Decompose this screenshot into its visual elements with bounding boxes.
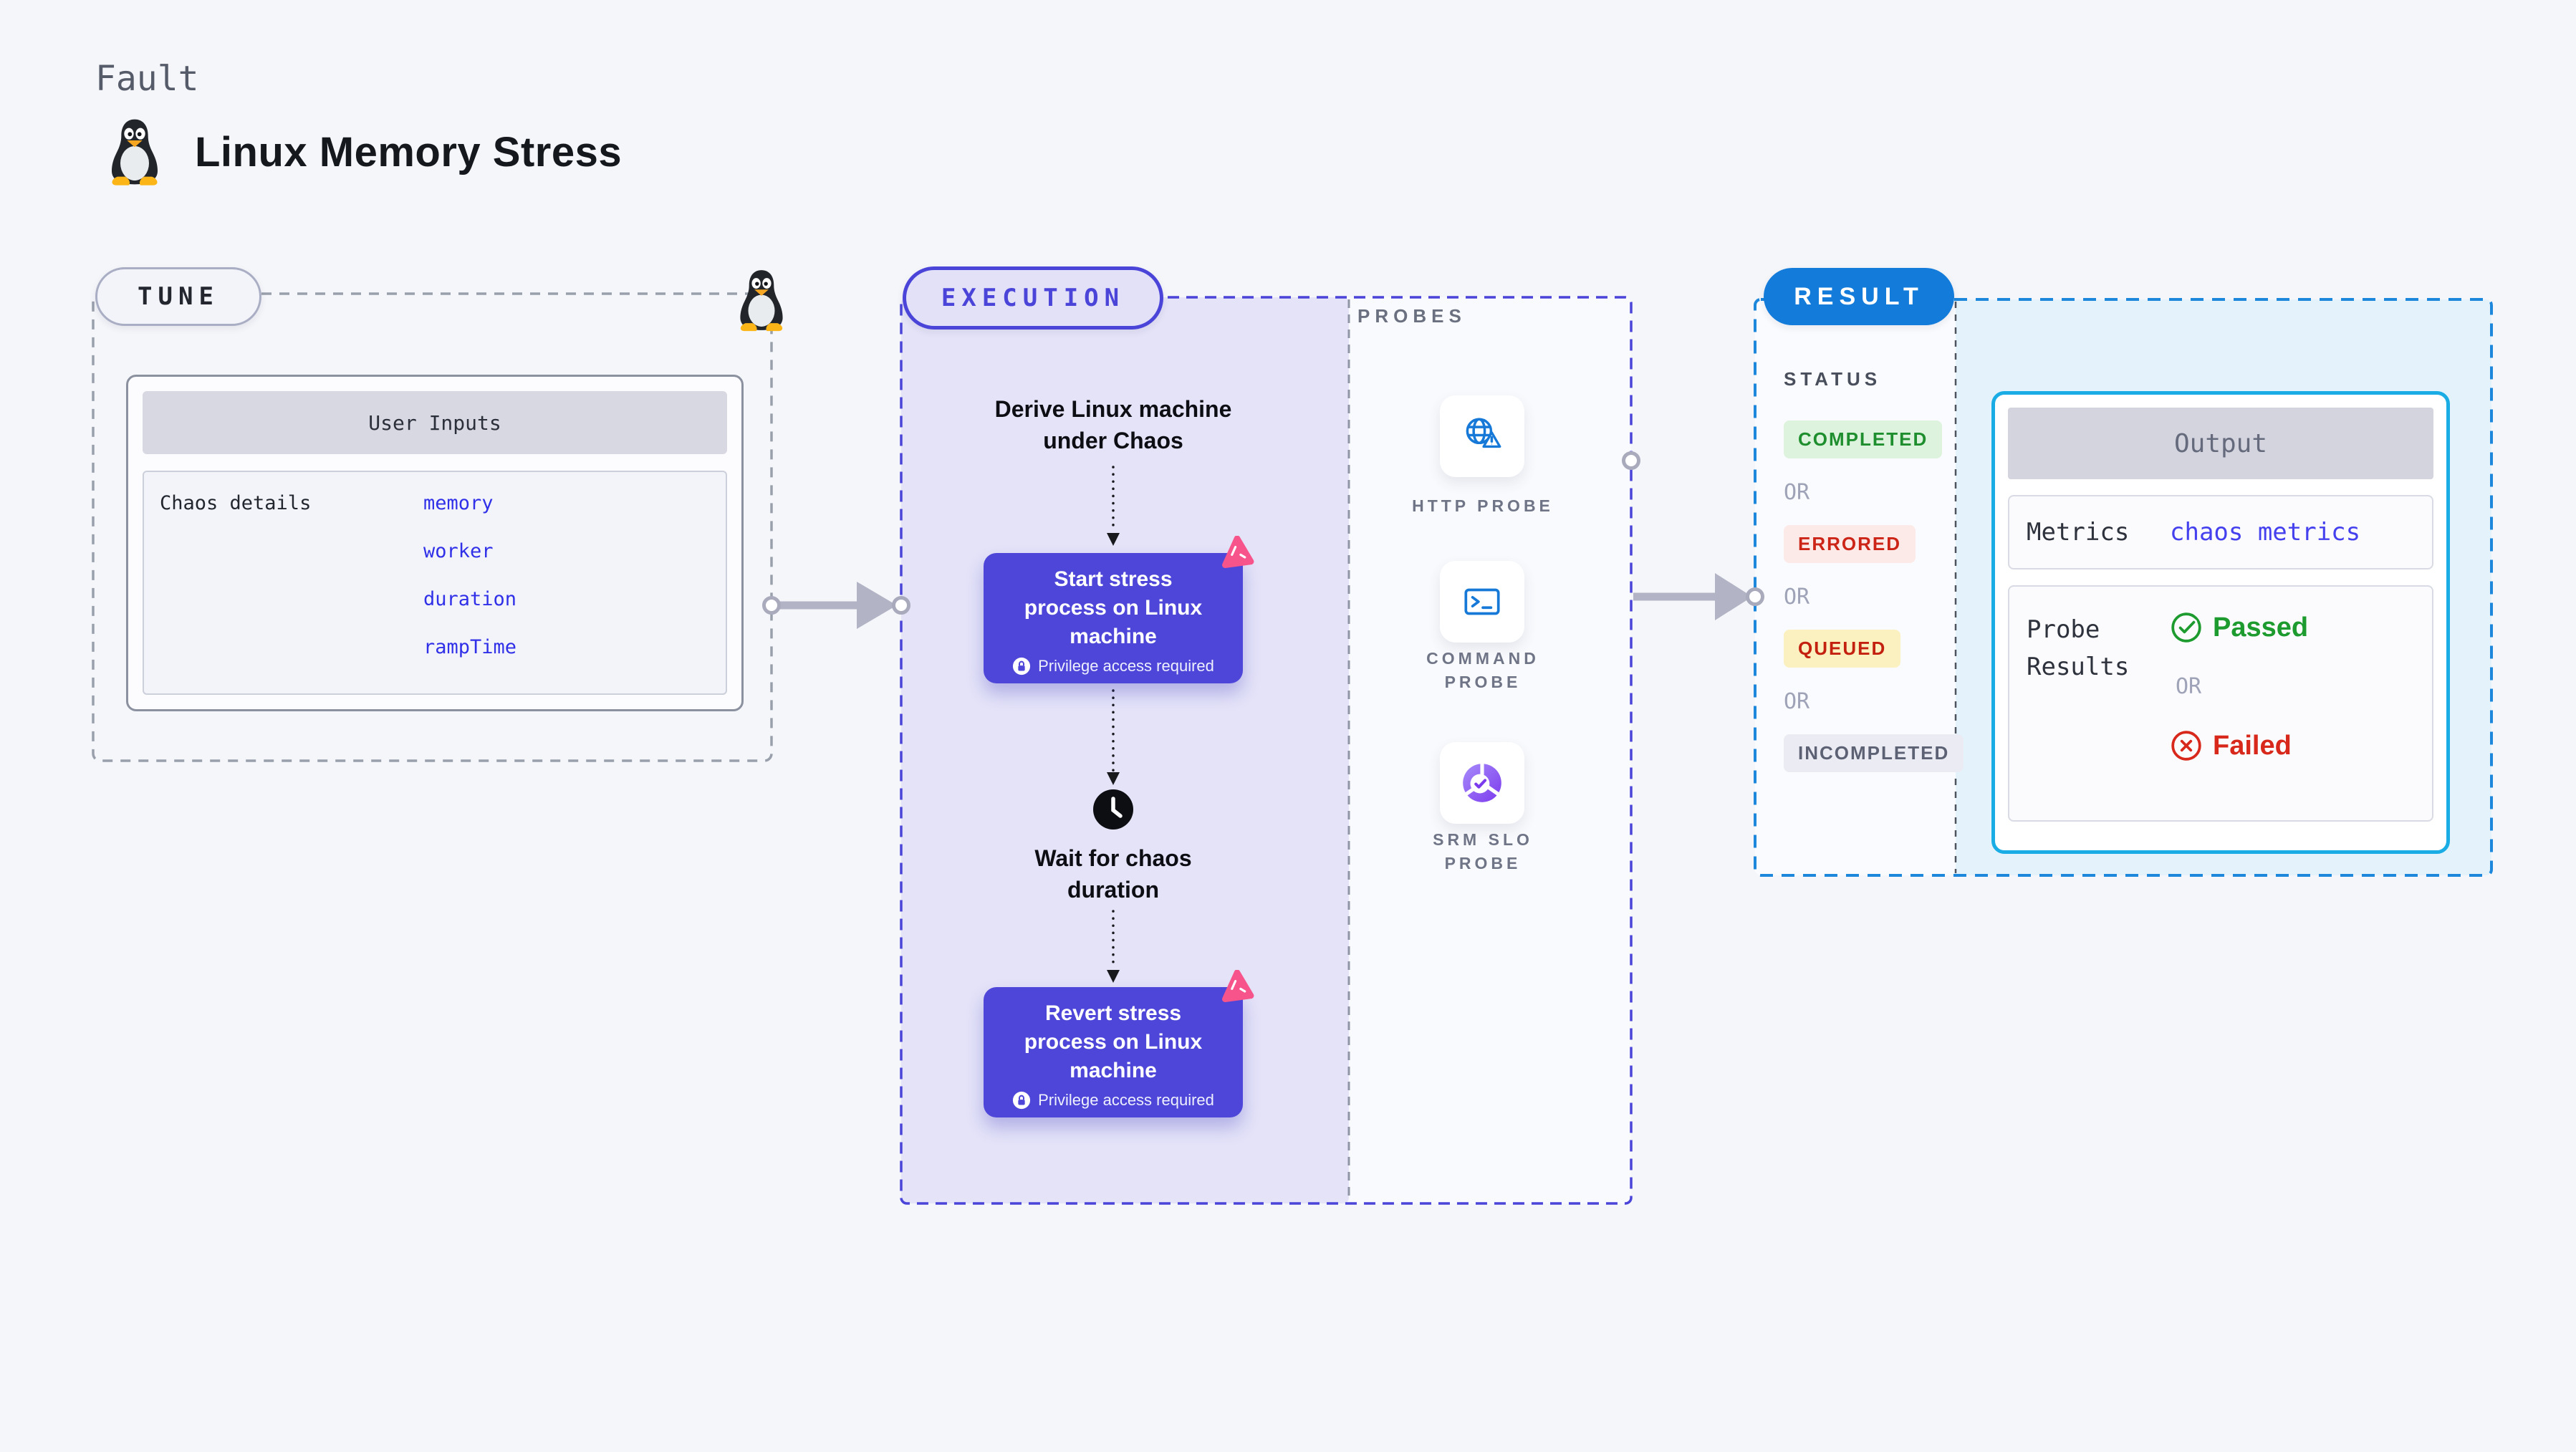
or-label: OR — [1784, 689, 1810, 714]
or-label: OR — [2176, 674, 2202, 699]
status-label: STATUS — [1784, 368, 1882, 390]
passed-label: Passed — [2213, 612, 2309, 643]
param-worker: worker — [423, 540, 494, 562]
output-card: Output Metrics chaos metrics Probe Resul… — [1991, 391, 2450, 854]
param-list: memory worker duration rampTime — [423, 489, 516, 681]
revert-stress-title: Revert stress process on Linux machine — [1024, 1001, 1203, 1082]
probe-results-row: Probe Results Passed OR Faile — [2008, 585, 2433, 822]
user-inputs-title: User Inputs — [143, 391, 727, 454]
failed-line: Failed — [2170, 729, 2308, 762]
status-badge-incompleted: INCOMPLETED — [1784, 734, 1964, 772]
execution-dashed-box — [900, 296, 1633, 1205]
derive-step-label: Derive Linux machine under Chaos — [994, 396, 1232, 453]
or-label: OR — [1784, 480, 1810, 505]
privilege-note: Privilege access required — [984, 657, 1243, 675]
passed-line: Passed — [2170, 611, 2308, 644]
http-probe-icon — [1466, 418, 1501, 448]
status-badge-errored: ERRORED — [1784, 525, 1916, 563]
probes-section-label: PROBES — [1357, 305, 1466, 327]
arrow-tune-to-execution — [772, 582, 897, 629]
arrow-execution-to-result — [1633, 573, 1752, 620]
chaos-details-label: Chaos details — [160, 492, 312, 514]
tune-dashed-box — [92, 292, 773, 762]
privilege-note: Privilege access required — [984, 1091, 1243, 1110]
wait-step-label: Wait for chaos duration — [1034, 845, 1192, 903]
output-title: Output — [2008, 408, 2433, 479]
status-badge-completed: COMPLETED — [1784, 420, 1943, 458]
metrics-label: Metrics — [2027, 518, 2130, 547]
lock-icon — [1013, 657, 1031, 675]
privilege-note-text: Privilege access required — [1038, 1091, 1214, 1109]
param-memory: memory — [423, 492, 494, 514]
command-probe-icon — [1464, 588, 1500, 615]
chaos-icon — [1222, 536, 1254, 568]
chaos-details-panel: Chaos details memory worker duration ram… — [143, 471, 727, 695]
srm-slo-probe-card — [1440, 742, 1524, 824]
linux-tux-icon — [112, 119, 158, 186]
clock-icon — [1093, 789, 1133, 830]
start-stress-title: Start stress process on Linux machine — [1024, 567, 1203, 648]
probe-results-label: Probe Results — [2027, 615, 2130, 681]
status-column: STATUS COMPLETED OR ERRORED OR QUEUED OR… — [1784, 368, 1964, 794]
connector-dots — [762, 451, 1764, 615]
failed-label: Failed — [2213, 730, 2292, 761]
dotted-arrowheads — [1107, 533, 1120, 983]
page-title: Linux Memory Stress — [195, 128, 623, 176]
start-stress-node: Start stress process on Linux machine Pr… — [984, 553, 1243, 683]
srm-slo-probe-icon — [1463, 763, 1501, 802]
metrics-value: chaos metrics — [2170, 518, 2361, 547]
privilege-note-text: Privilege access required — [1038, 657, 1214, 675]
tune-badge: TUNE — [95, 267, 261, 326]
param-ramptime: rampTime — [423, 636, 517, 658]
chaos-icon — [1222, 970, 1254, 1002]
fault-kicker: Fault — [95, 59, 199, 99]
param-duration: duration — [423, 588, 517, 610]
http-probe-label: HTTP PROBE — [1412, 496, 1554, 515]
user-inputs-card: User Inputs Chaos details memory worker … — [126, 375, 744, 711]
lock-icon — [1013, 1091, 1031, 1110]
revert-stress-node: Revert stress process on Linux machine P… — [984, 987, 1243, 1117]
srm-slo-probe-label: SRM SLO PROBE — [1433, 830, 1533, 872]
execution-badge: EXECUTION — [903, 266, 1163, 330]
or-label: OR — [1784, 585, 1810, 610]
probe-results-values: Passed OR Failed — [2170, 611, 2308, 820]
linux-tux-corner-icon — [740, 270, 783, 332]
command-probe-card — [1440, 561, 1524, 643]
x-circle-icon — [2171, 731, 2201, 761]
status-badge-queued: QUEUED — [1784, 630, 1901, 668]
http-probe-card — [1440, 395, 1524, 477]
check-circle-icon — [2171, 612, 2201, 643]
command-probe-label: COMMAND PROBE — [1426, 649, 1539, 691]
metrics-row: Metrics chaos metrics — [2008, 495, 2433, 569]
result-badge: RESULT — [1764, 268, 1954, 325]
